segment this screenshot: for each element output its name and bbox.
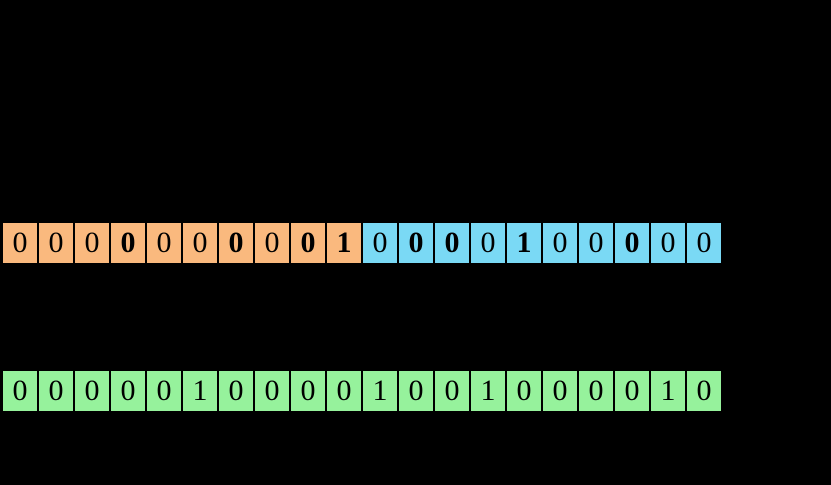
bit-cell: 0 (362, 222, 398, 264)
bit-cell: 0 (74, 370, 110, 412)
bit-cell: 0 (614, 222, 650, 264)
bit-cell: 1 (506, 222, 542, 264)
bit-cell: 0 (38, 222, 74, 264)
bit-cell: 0 (146, 222, 182, 264)
bit-cell: 0 (398, 370, 434, 412)
bit-cell: 0 (110, 370, 146, 412)
bit-cell: 1 (650, 370, 686, 412)
bit-cell: 1 (470, 370, 506, 412)
bit-cell: 0 (290, 222, 326, 264)
bit-cell: 0 (542, 370, 578, 412)
bit-cell: 1 (362, 370, 398, 412)
bit-cell: 0 (650, 222, 686, 264)
bit-cell: 0 (110, 222, 146, 264)
bit-cell: 0 (254, 222, 290, 264)
bit-cell: 0 (218, 370, 254, 412)
bit-cell: 0 (686, 222, 722, 264)
bit-cell: 0 (2, 370, 38, 412)
bit-cell: 0 (398, 222, 434, 264)
bit-cell: 1 (182, 370, 218, 412)
bit-cell: 0 (290, 370, 326, 412)
bit-cell: 0 (38, 370, 74, 412)
bit-cell: 0 (146, 370, 182, 412)
bit-cell: 0 (686, 370, 722, 412)
bit-cell: 0 (254, 370, 290, 412)
bit-cell: 0 (2, 222, 38, 264)
bit-cell: 0 (506, 370, 542, 412)
bit-cell: 0 (326, 370, 362, 412)
bit-cell: 0 (542, 222, 578, 264)
bit-cell: 0 (182, 222, 218, 264)
bit-cell: 0 (74, 222, 110, 264)
bit-cell: 0 (578, 370, 614, 412)
bit-cell: 1 (326, 222, 362, 264)
bit-cell: 0 (578, 222, 614, 264)
bit-cell: 0 (614, 370, 650, 412)
bit-cell: 0 (218, 222, 254, 264)
bit-cell: 0 (434, 370, 470, 412)
bit-cell: 0 (434, 222, 470, 264)
bit-cell: 0 (470, 222, 506, 264)
